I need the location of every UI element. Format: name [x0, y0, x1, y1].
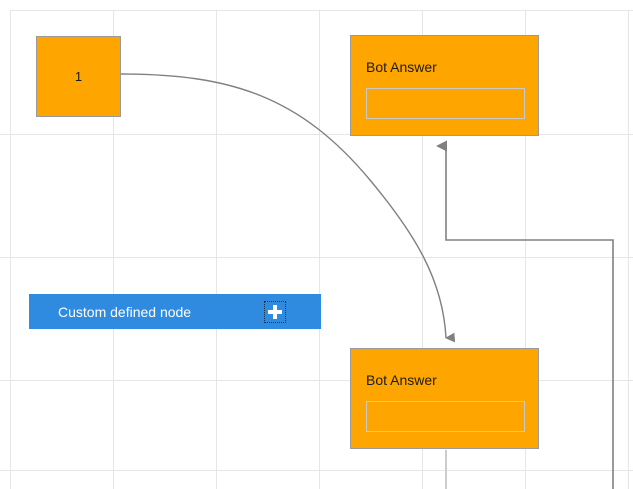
custom-defined-node-label: Custom defined node	[58, 303, 192, 320]
node-bot-answer-slot[interactable]	[366, 88, 525, 119]
edge-node1-to-bot-answer-bottom[interactable]	[120, 73, 456, 343]
node-bot-answer-title: Bot Answer	[366, 59, 437, 75]
node-bot-answer-top[interactable]: Bot Answer	[350, 35, 539, 136]
plus-icon[interactable]	[264, 300, 286, 323]
node-bot-answer-bottom[interactable]: Bot Answer	[350, 348, 539, 449]
custom-defined-node-bar[interactable]: Custom defined node	[29, 294, 321, 329]
node-square-1[interactable]: 1	[36, 36, 121, 117]
edge-bot-answer-bottom-to-top[interactable]	[435, 140, 614, 489]
plus-glyph	[268, 304, 282, 319]
node-bot-answer-slot[interactable]	[366, 401, 525, 432]
node-bot-answer-title: Bot Answer	[366, 372, 437, 388]
node-square-label: 1	[74, 69, 83, 84]
